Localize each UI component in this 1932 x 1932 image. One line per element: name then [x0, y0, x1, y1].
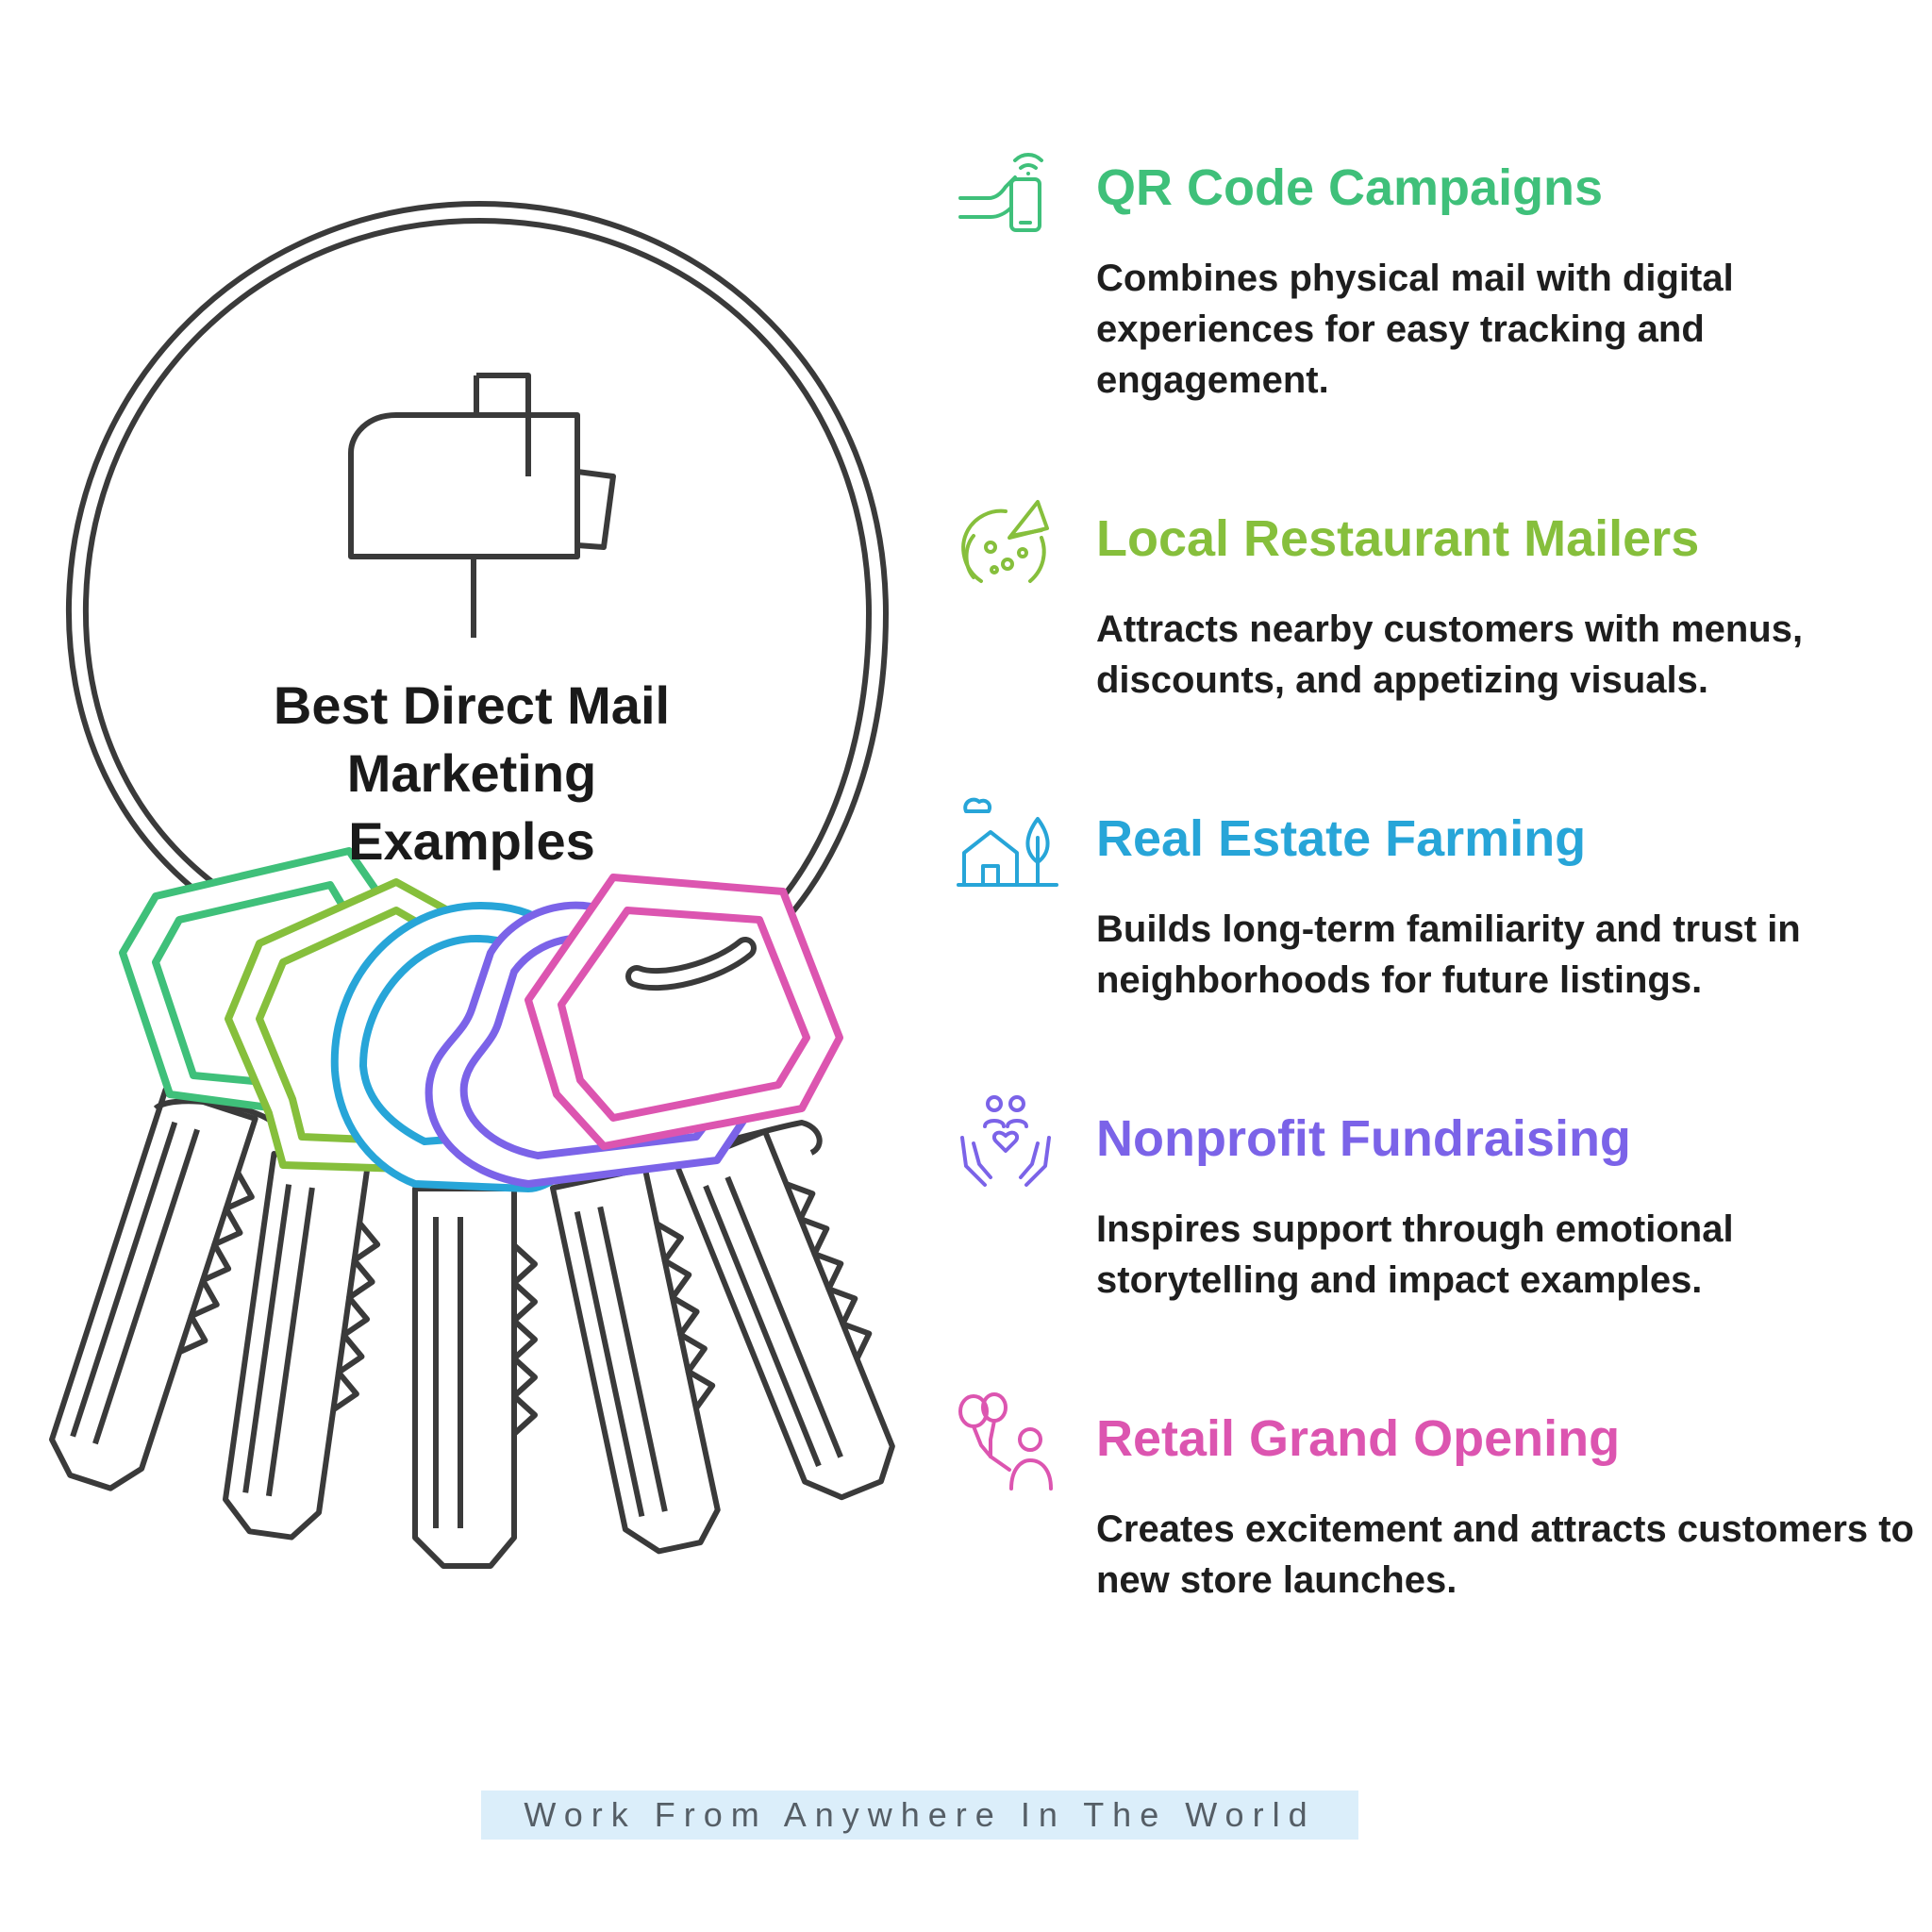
item-title-retail: Retail Grand Opening	[1096, 1410, 1621, 1467]
key-blade-4	[549, 1165, 721, 1555]
mailbox-icon	[348, 373, 616, 638]
item-title-restaurant: Local Restaurant Mailers	[1096, 510, 1700, 567]
key-blade-5	[675, 1128, 895, 1501]
key-ring-end-inner	[631, 942, 751, 986]
main-title-line-3: Examples	[348, 811, 595, 871]
item-title-real-estate: Real Estate Farming	[1096, 810, 1587, 867]
main-title: Best Direct Mail Marketing Examples	[245, 672, 698, 875]
item-desc-retail: Creates excitement and attracts customer…	[1096, 1508, 1914, 1601]
hand-phone-icon	[958, 153, 1043, 232]
item-title-qr-code: QR Code Campaigns	[1096, 159, 1604, 216]
item-desc-restaurant: Attracts nearby customers with menus, di…	[1096, 608, 1804, 701]
balloons-person-icon	[958, 1392, 1053, 1491]
item-desc-qr-code: Combines physical mail with digital expe…	[1096, 258, 1734, 401]
key-ring-inner	[71, 206, 884, 987]
pizza-icon	[961, 500, 1049, 583]
key-blade-1	[49, 1087, 258, 1491]
main-title-line-2: Marketing	[346, 743, 597, 803]
footer-banner: Work From Anywhere In The World	[481, 1790, 1358, 1840]
item-desc-real-estate: Builds long-term familiarity and trust i…	[1096, 908, 1801, 1001]
key-head-pink	[525, 874, 843, 1150]
keys-group	[49, 1087, 895, 1569]
key-blade-3	[412, 1186, 538, 1569]
item-title-nonprofit: Nonprofit Fundraising	[1096, 1110, 1631, 1167]
hands-heart-icon	[960, 1095, 1051, 1187]
key-blade-2	[222, 1151, 381, 1541]
house-tree-icon	[957, 797, 1058, 887]
main-title-line-1: Best Direct Mail	[273, 675, 671, 735]
key-heads	[119, 847, 843, 1192]
item-desc-nonprofit: Inspires support through emotional story…	[1096, 1208, 1734, 1301]
